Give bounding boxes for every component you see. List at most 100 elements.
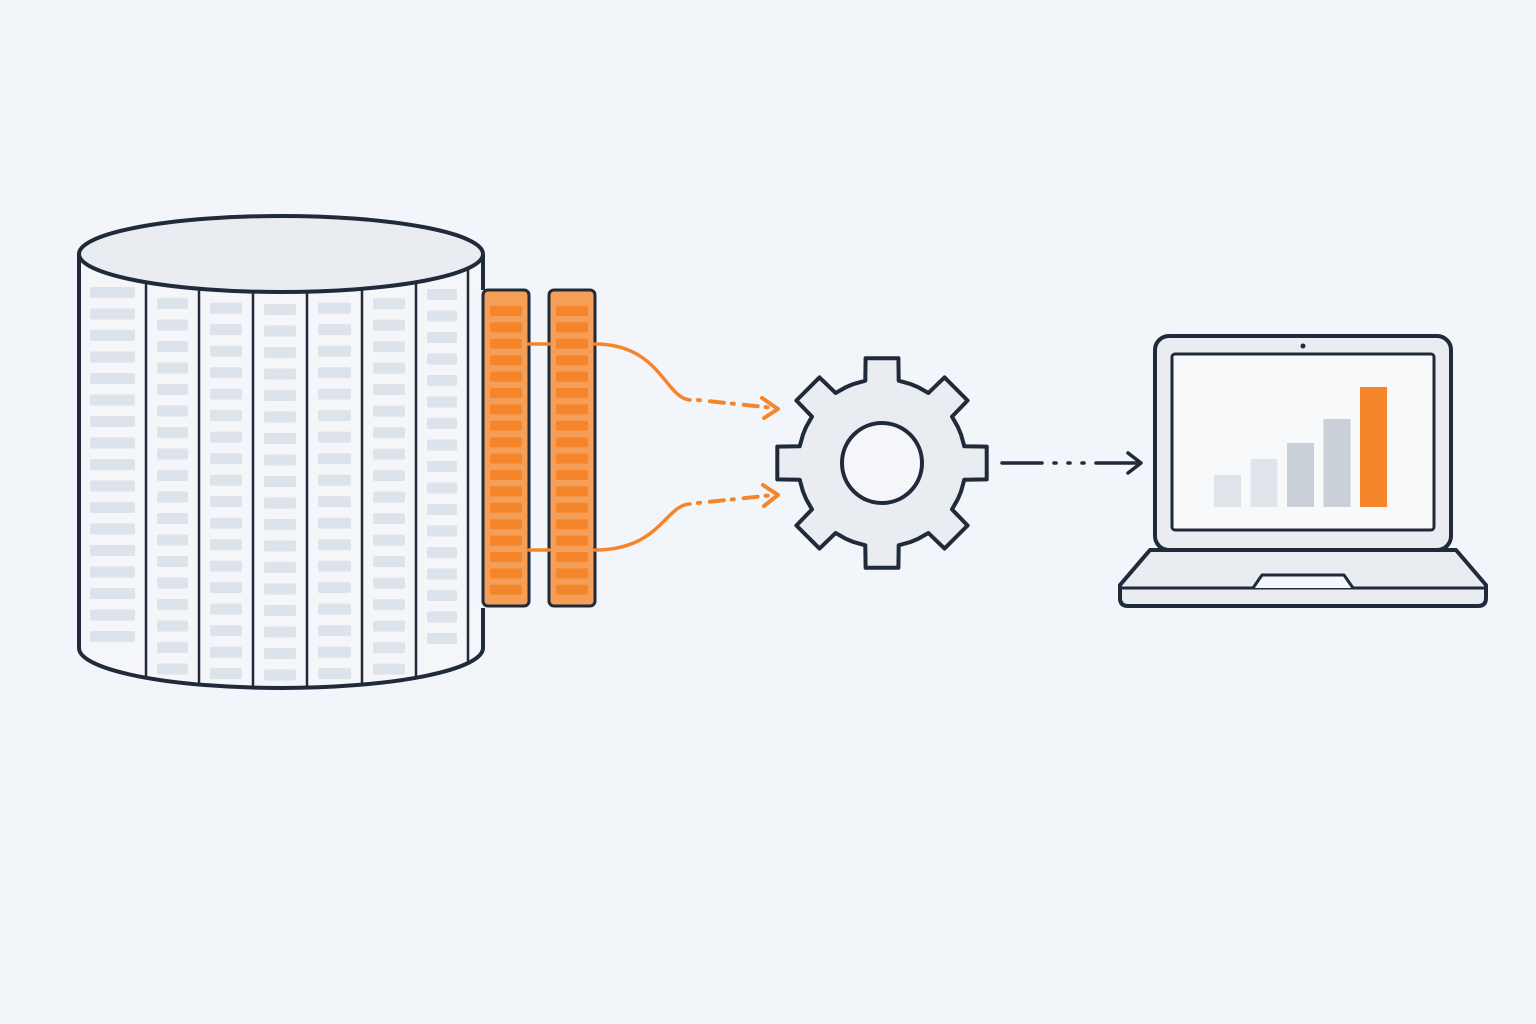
database-cell [264,626,296,638]
arrow-upper-curve [527,342,692,402]
database-cell [157,577,188,589]
database-cell [210,646,242,658]
database-cell [264,303,296,315]
database-top [77,214,485,294]
database-cell [157,642,188,654]
chart-bar [1287,443,1314,507]
database-cell [210,324,242,336]
database-cell [427,589,457,601]
database-cell [373,534,405,546]
chart-bar [1323,419,1351,507]
column-strip-cell [490,355,522,366]
processing-to-dashboard-arrow [1000,451,1143,475]
arrow-lower-head [761,483,780,508]
database-cell [373,491,405,503]
database-cell [427,546,457,558]
database-cell [90,351,135,363]
column-strip-cell [490,453,522,464]
database-cell [373,341,405,353]
database-cell [90,587,135,599]
arrow-lower-curve [527,502,692,552]
laptop-trackpad-notch [1251,573,1355,589]
database-cell [210,603,242,615]
column-strip-cell [556,404,588,415]
database-cell [157,405,188,417]
column-strip-cell [490,404,522,415]
chart-bar [1214,475,1241,507]
database-cell [427,353,457,365]
database-cell [157,513,188,525]
database-cell [264,583,296,595]
column-strip-cell [556,322,588,333]
database-cell [373,362,405,374]
database-cell [318,324,351,336]
database-cell [264,497,296,509]
database-cell [373,405,405,417]
database-cell [90,480,135,492]
database-cell [373,577,405,589]
database-cell [373,642,405,654]
database-cell [427,417,457,429]
database-cell [90,394,135,406]
column-strip-cell [490,306,522,316]
column-strip-cell [556,437,588,448]
database-cell [157,470,188,482]
column-strip-cell [556,306,588,316]
database-cell [318,496,351,508]
database-cell [318,582,351,594]
column-strip-cell [490,568,522,579]
column-strip-cell [490,486,522,497]
arrow-upper-head [760,396,780,420]
database-cell [318,474,351,486]
column-strip-cell [490,338,522,349]
database-cell [157,341,188,353]
database-cell [427,568,457,580]
database-cell [210,539,242,551]
database-cell [90,501,135,513]
database-cell [427,288,457,300]
database-cell [264,669,296,681]
database-cell [157,448,188,460]
column-to-processing-arrows [527,342,780,552]
database-cell [264,475,296,487]
column-strip-cell [556,535,588,546]
database-cell [90,544,135,556]
database-cell [210,560,242,572]
database-cell [427,310,457,322]
database-cell [373,620,405,632]
database-cell [210,367,242,379]
database-cell [264,368,296,380]
database-cell [427,439,457,451]
database-cell [373,663,405,675]
database-cell [318,625,351,637]
database-cell [318,668,351,680]
database-cell [318,453,351,465]
database-cell [373,448,405,460]
column-strip-cell [556,519,588,530]
database-cell [373,470,405,482]
database-cell [427,632,457,644]
column-strip-cell [490,519,522,530]
database-cell [90,566,135,578]
database-cell [264,647,296,659]
database-cell [318,517,351,529]
column-strip-cell [490,388,522,398]
database-cell [318,539,351,551]
database-cell [427,396,457,408]
column-strip-cell [556,568,588,579]
selected-columns [481,288,597,608]
database-cell [318,388,351,400]
database-cell [210,302,242,314]
database-cell [373,556,405,568]
database-cell [157,384,188,396]
database-cell [157,620,188,632]
gear-hole [840,421,924,505]
column-strip-cell [490,535,522,546]
database-cell [264,540,296,552]
column-strip-cell [490,420,522,431]
database-cell [210,388,242,400]
database-cell [90,609,135,621]
database-cell [373,513,405,525]
database-cell [318,367,351,379]
database-cell [427,525,457,537]
